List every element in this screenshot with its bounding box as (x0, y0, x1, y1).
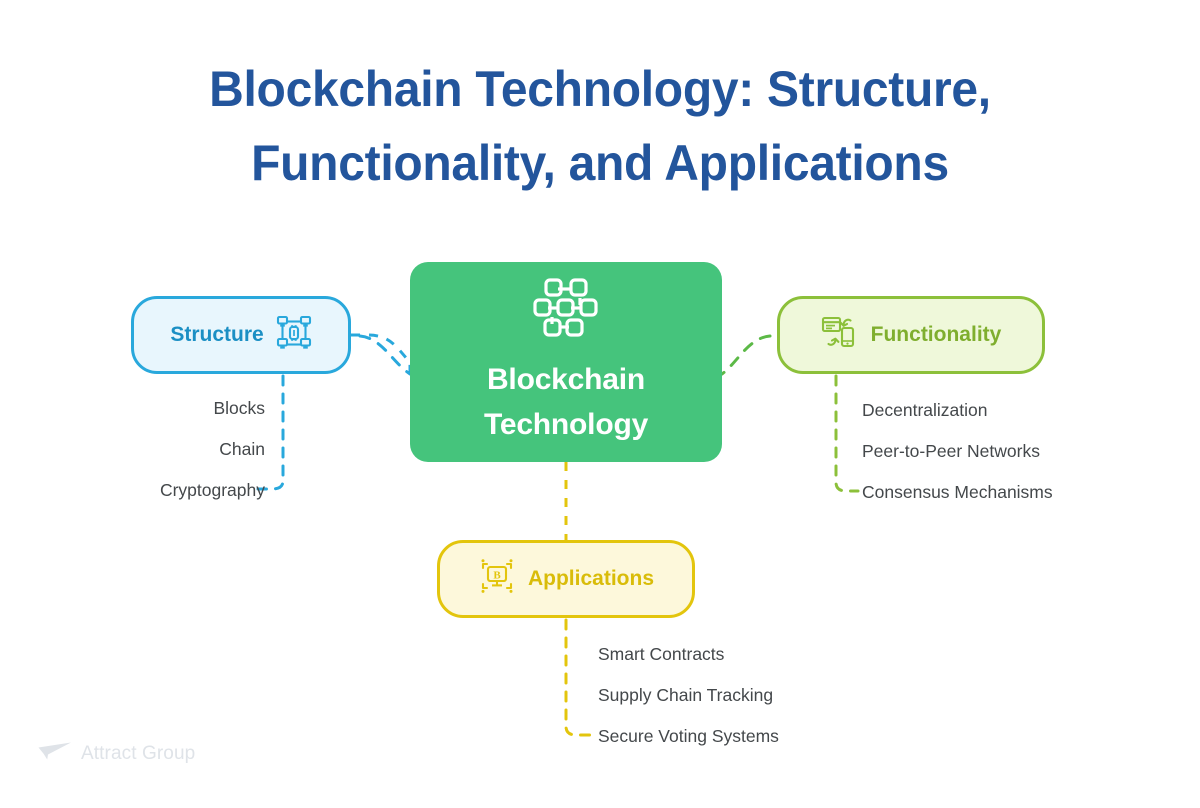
list-item: Decentralization (862, 400, 988, 420)
svg-text:B: B (493, 569, 501, 581)
center-node-blockchain-technology[interactable]: Blockchain Technology (410, 262, 722, 462)
branch-node-functionality[interactable]: Functionality (777, 296, 1045, 374)
connector-structure-curve (358, 334, 412, 376)
blockchain-network-icon (533, 277, 599, 343)
list-item: Cryptography (159, 480, 265, 500)
center-node-label-line-1: Blockchain (486, 362, 646, 396)
connector-structure-to-center (351, 333, 412, 375)
branch-node-applications[interactable]: B Applications (437, 540, 695, 618)
sub-items-applications: Smart Contracts Supply Chain Tracking Se… (598, 634, 779, 757)
center-node-label-line-2: Technology (483, 407, 649, 441)
branch-label-applications: Applications (527, 567, 654, 590)
device-sync-transfer-icon (821, 315, 859, 356)
page-title: Blockchain Technology: Structure, Functi… (24, 52, 1176, 200)
branch-node-structure[interactable]: Structure (131, 296, 351, 374)
center-node-label: Blockchain Technology (484, 357, 648, 447)
page-title-line-2: Functionality, and Applications (251, 135, 949, 191)
list-item: Supply Chain Tracking (598, 685, 774, 705)
branch-label-structure: Structure (170, 323, 264, 346)
connector-applications-list-spine (564, 618, 594, 737)
list-item: Peer-to-Peer Networks (862, 441, 1040, 461)
brand-logo-text: Attract Group (81, 742, 196, 764)
sub-items-structure: Blocks Chain Cryptography (60, 388, 265, 511)
brand-logo: Attract Group (38, 742, 195, 765)
connector-functionality-list-spine (834, 374, 860, 493)
list-item: Secure Voting Systems (598, 726, 779, 746)
connector-functionality-curve (720, 334, 772, 376)
list-item: Smart Contracts (598, 644, 725, 664)
branch-label-functionality: Functionality (870, 323, 1002, 346)
sub-items-functionality: Decentralization Peer-to-Peer Networks C… (862, 390, 1053, 513)
page-title-line-1: Blockchain Technology: Structure, (209, 61, 991, 117)
bitcoin-monitor-chip-icon: B (478, 558, 516, 600)
list-item: Consensus Mechanisms (862, 482, 1053, 502)
paper-plane-icon (38, 742, 72, 765)
list-item: Chain (219, 439, 265, 459)
list-item: Blocks (213, 398, 265, 418)
network-computers-bitcoin-icon (276, 315, 312, 356)
